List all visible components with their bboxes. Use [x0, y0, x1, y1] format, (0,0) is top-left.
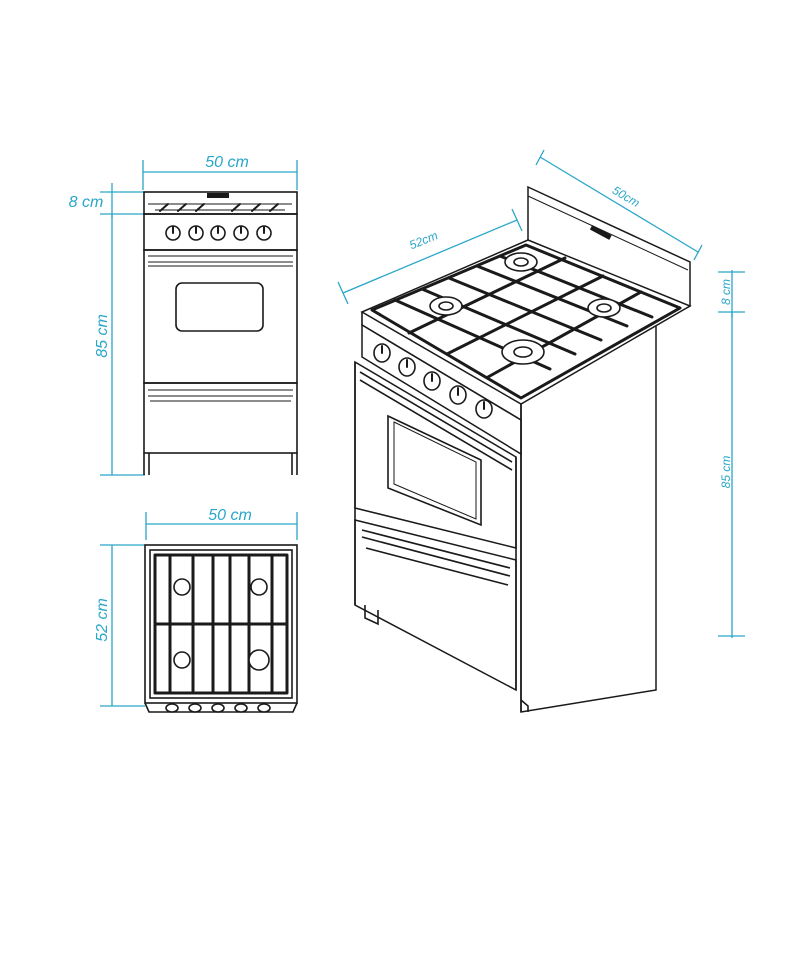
iso-burners — [429, 252, 621, 365]
front-knobs — [165, 225, 272, 241]
burner-cap — [596, 303, 612, 313]
front-width-dimension: 50 cm — [142, 154, 298, 190]
burner — [173, 578, 191, 596]
brand-logo — [207, 193, 229, 198]
burner-cap — [513, 257, 529, 267]
front-top-height-dimension: 8 cm — [69, 183, 145, 218]
iso-body-height-dimension: 85 cm — [718, 312, 745, 638]
top-burners — [173, 578, 270, 671]
burner — [248, 649, 270, 671]
iso-top-height-dimension: 8 cm — [718, 270, 745, 318]
top-knobs — [165, 703, 271, 713]
knob — [188, 703, 202, 713]
top-width-dimension: 50 cm — [145, 507, 298, 540]
iso-drawer — [354, 519, 517, 692]
front-top-height-label: 8 cm — [69, 194, 104, 211]
top-grates — [153, 553, 289, 695]
burner — [250, 578, 268, 596]
top-grate-frame — [149, 549, 293, 699]
front-body-height-label: 85 cm — [94, 314, 111, 358]
front-width-label: 50 cm — [205, 154, 249, 171]
top-view: 50 cm 52 cm — [94, 507, 298, 713]
iso-knobs — [373, 343, 493, 419]
front-drawer — [143, 382, 298, 454]
top-depth-dimension: 52 cm — [94, 544, 145, 707]
knob — [257, 703, 271, 713]
iso-width-label: 50cm — [610, 183, 642, 210]
burner — [173, 651, 191, 669]
front-oven-door — [143, 249, 298, 384]
front-oven-window — [175, 282, 264, 332]
front-view: 50 cm 8 cm 85 cm — [69, 154, 298, 476]
burner-cap — [438, 301, 454, 311]
knob — [165, 703, 179, 713]
burner-cap — [513, 346, 533, 358]
top-width-label: 50 cm — [208, 507, 252, 524]
top-depth-label: 52 cm — [94, 598, 111, 642]
iso-body-height-label: 85 cm — [719, 456, 733, 489]
iso-depth-label: 52cm — [407, 228, 439, 252]
iso-top-height-label: 8 cm — [719, 279, 733, 305]
top-cooktop-outline — [144, 544, 298, 704]
iso-brand-logo — [589, 225, 612, 240]
knob — [234, 703, 248, 713]
knob — [211, 703, 225, 713]
iso-view: 52cm 50cm 8 cm 85 cm — [337, 149, 745, 713]
front-body-height-dimension: 85 cm — [94, 214, 145, 476]
iso-oven-window — [387, 414, 482, 527]
